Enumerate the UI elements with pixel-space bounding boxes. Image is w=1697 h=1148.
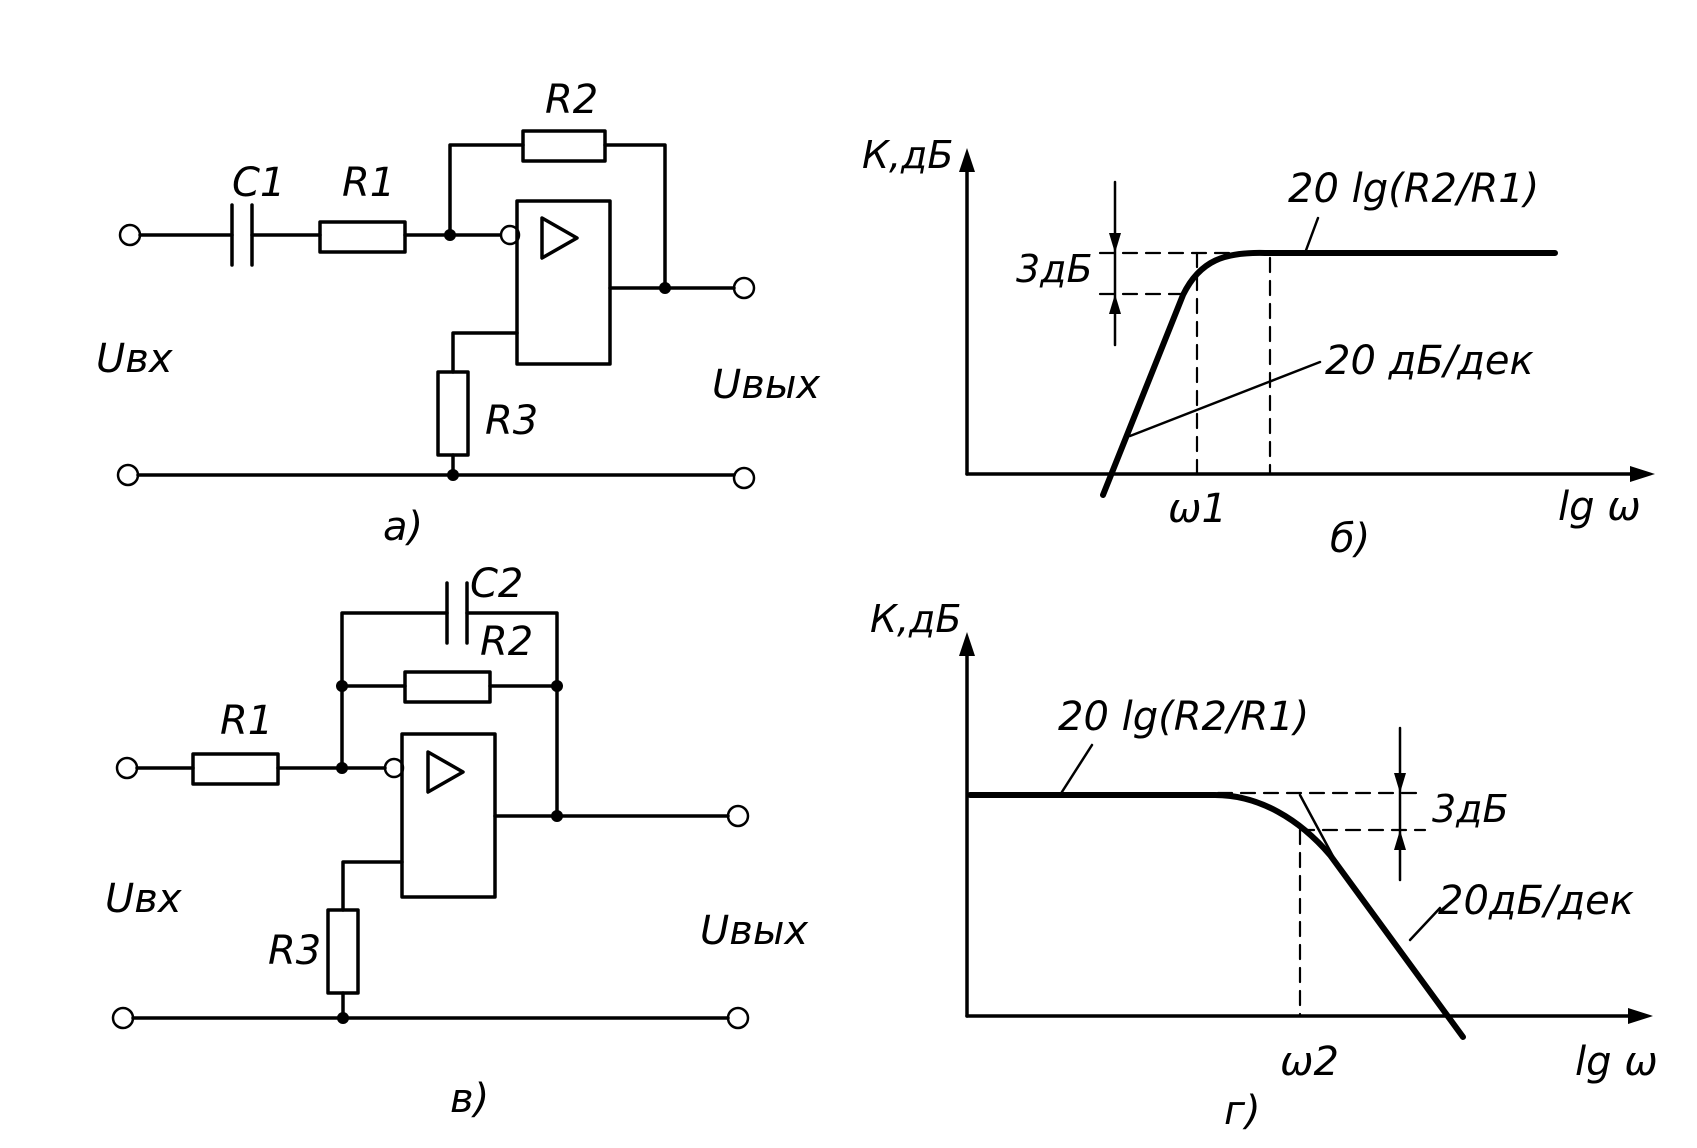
db3-label: 3дБ (1016, 247, 1093, 291)
r2-left-node (336, 680, 348, 692)
opamp-triangle-icon (540, 216, 579, 260)
output-terminal-top (732, 276, 756, 300)
response-curve (1100, 249, 1558, 498)
ground-node (447, 469, 459, 481)
resistor-r3 (326, 908, 360, 995)
label-uout: Uвых (712, 362, 820, 408)
resistor-r3 (436, 370, 470, 457)
db3-arrow-down-icon (1394, 773, 1406, 793)
db3-label: 3дБ (1432, 787, 1509, 831)
label-r2: R2 (480, 619, 533, 665)
label-r2: R2 (545, 77, 598, 123)
db3-arrow-up-icon (1109, 294, 1121, 314)
x-axis-label: lg ω (1558, 484, 1641, 530)
output-terminal-bottom (732, 466, 756, 490)
circuit-lowpass: C2 R1 R2 R3 Uвх Uвых в) (105, 561, 808, 1122)
opamp-body (515, 199, 612, 366)
y-axis-arrow-icon (959, 632, 975, 656)
y-axis-label: К,дБ (862, 133, 953, 177)
label-uout: Uвых (700, 908, 808, 954)
slope-leader (1128, 360, 1322, 438)
plot-lowpass: К,дБ 20 lg(R2/R1) 3дБ 20дБ/дек ω2 lg ω г… (870, 597, 1658, 1134)
inverting-input-bubble (499, 224, 521, 246)
capacitor-c1 (230, 203, 254, 267)
output-terminal-bottom (726, 1006, 750, 1030)
label-uin: Uвх (96, 336, 173, 382)
output-terminal-top (726, 804, 750, 828)
y-axis-arrow-icon (959, 148, 975, 172)
corner-leader (1298, 793, 1337, 862)
r2-right-node (551, 680, 563, 692)
input-terminal-bottom (111, 1006, 135, 1030)
caption-b: б) (1330, 516, 1370, 562)
caption-g: г) (1224, 1088, 1261, 1134)
slope-label: 20 дБ/дек (1325, 338, 1534, 384)
x-axis-arrow-icon (1628, 1008, 1653, 1024)
slope-leader (1408, 906, 1442, 942)
x-axis-arrow-icon (1630, 466, 1655, 482)
level-label: 20 lg(R2/R1) (1058, 694, 1309, 740)
plot-highpass: К,дБ 20 lg(R2/R1) 3дБ 20 дБ/дек ω1 lg ω … (862, 133, 1655, 562)
resistor-r1 (318, 220, 407, 254)
resistor-r2 (403, 670, 492, 704)
label-c1: C1 (232, 160, 285, 206)
caption-v: в) (450, 1076, 489, 1122)
capacitor-c2 (445, 581, 469, 645)
resistor-r1 (191, 752, 280, 786)
level-leader (1303, 216, 1320, 255)
output-node (551, 810, 563, 822)
label-r3: R3 (268, 928, 321, 974)
circuit-highpass: C1 R1 R2 R3 Uвх Uвых а) (96, 77, 820, 550)
label-r1: R1 (342, 160, 395, 206)
x-axis-label: lg ω (1575, 1039, 1658, 1085)
level-label: 20 lg(R2/R1) (1288, 166, 1539, 212)
input-terminal-bottom (116, 463, 140, 487)
db3-arrow-down-icon (1109, 233, 1121, 253)
label-uin: Uвх (105, 876, 182, 922)
y-axis-label: К,дБ (870, 597, 961, 641)
ground-node (337, 1012, 349, 1024)
output-node (659, 282, 671, 294)
omega-label: ω1 (1168, 486, 1227, 532)
c2-wire (340, 611, 559, 818)
label-r3: R3 (485, 398, 538, 444)
db3-arrow-up-icon (1394, 830, 1406, 850)
label-c2: C2 (470, 561, 523, 607)
slope-label: 20дБ/дек (1438, 878, 1634, 924)
input-terminal-top (118, 223, 142, 247)
opamp-body (400, 732, 497, 899)
label-r1: R1 (220, 698, 273, 744)
resistor-r2 (521, 129, 607, 163)
omega-label: ω2 (1280, 1039, 1339, 1085)
level-leader (1058, 743, 1094, 797)
input-terminal-top (115, 756, 139, 780)
opamp-triangle-icon (426, 750, 465, 794)
feedback-wire (448, 143, 667, 290)
inverting-input-bubble (383, 757, 405, 779)
caption-a: а) (383, 504, 423, 550)
response-curve (967, 792, 1466, 1040)
